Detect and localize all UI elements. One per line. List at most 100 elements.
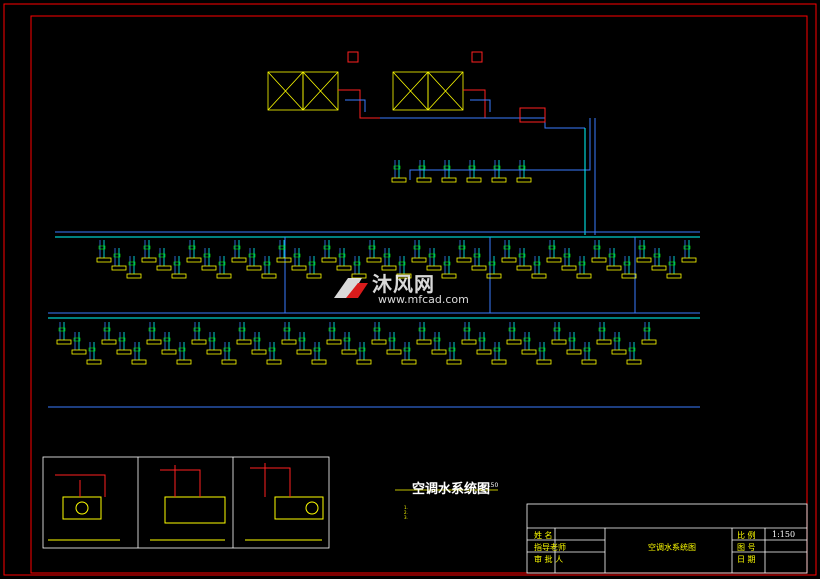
fan-coil-unit-upper: [381, 248, 397, 271]
fan-coil-unit-upper: [636, 240, 652, 263]
fan-coil-unit-upper: [141, 240, 157, 263]
drawing-title: 空调水系统图: [412, 482, 491, 497]
cooling-tower-group-left: [267, 71, 339, 111]
fan-coil-unit-upper: [681, 240, 697, 263]
fan-coil-unit-upper: [516, 248, 532, 271]
fan-coil-unit-upper: [336, 248, 352, 271]
note-3: 3.: [404, 515, 408, 520]
fan-coil-unit-upper: [666, 256, 682, 279]
fan-coil-unit-lower: [506, 322, 522, 345]
fan-coil-unit-upper: [171, 256, 187, 279]
fan-coil-unit-lower: [206, 332, 222, 355]
fan-coil-unit-lower: [596, 322, 612, 345]
fan-coil-unit-lower: [86, 342, 102, 365]
fan-coil-unit-upper: [486, 256, 502, 279]
chiller-branch-unit: [391, 160, 407, 183]
drawing-notes: 1. 2. 3.: [404, 505, 408, 520]
fan-coil-unit-upper: [276, 240, 292, 263]
watermark-brand: 沐风网: [372, 272, 435, 296]
tower-piping: [338, 51, 596, 235]
branch-units-lower: [56, 322, 657, 365]
fan-coil-unit-lower: [521, 332, 537, 355]
fan-coil-unit-upper: [531, 256, 547, 279]
fan-coil-unit-upper: [231, 240, 247, 263]
fan-coil-unit-upper: [471, 248, 487, 271]
fan-coil-unit-lower: [221, 342, 237, 365]
fan-coil-unit-upper: [201, 248, 217, 271]
fan-coil-unit-lower: [416, 322, 432, 345]
fan-coil-unit-upper: [606, 248, 622, 271]
fan-coil-unit-upper: [411, 240, 427, 263]
fan-coil-unit-upper: [111, 248, 127, 271]
title-block-reviewer-label: 审 批 人: [534, 555, 564, 564]
note-2: 2.: [404, 510, 408, 515]
chiller-branch-unit: [466, 160, 482, 183]
fan-coil-unit-upper: [426, 248, 442, 271]
fan-coil-unit-upper: [261, 256, 277, 279]
main-header-lower: [48, 237, 700, 408]
cooling-tower-group-right: [392, 71, 464, 111]
fan-coil-unit-lower: [281, 322, 297, 345]
fan-coil-unit-lower: [56, 322, 72, 345]
watermark-logo-icon: [334, 278, 368, 298]
fan-coil-unit-upper: [366, 240, 382, 263]
fan-coil-unit-lower: [236, 322, 252, 345]
fan-coil-unit-upper: [216, 256, 232, 279]
title-block-frame: [395, 489, 808, 574]
fan-coil-unit-lower: [371, 322, 387, 345]
chiller-branch-unit: [416, 160, 432, 183]
note-1: 1.: [404, 505, 408, 510]
fan-coil-unit-lower: [71, 332, 87, 355]
title-block-scale-value: 1:150: [772, 530, 796, 539]
fan-coil-unit-lower: [311, 342, 327, 365]
outer-frame: [3, 3, 817, 576]
fan-coil-unit-upper: [441, 256, 457, 279]
detail-drawings: [48, 463, 324, 541]
fan-coil-unit-upper: [351, 256, 367, 279]
fan-coil-unit-lower: [566, 332, 582, 355]
fan-coil-unit-lower: [116, 332, 132, 355]
fan-coil-unit-lower: [131, 342, 147, 365]
detail-panels: [42, 456, 330, 549]
fan-coil-unit-lower: [161, 332, 177, 355]
fan-coil-unit-upper: [156, 248, 172, 271]
fan-coil-unit-lower: [251, 332, 267, 355]
fan-coil-unit-lower: [146, 322, 162, 345]
title-block-advisor-label: 指导老师: [534, 543, 566, 552]
main-header-upper: [55, 231, 700, 238]
fan-coil-unit-lower: [551, 322, 567, 345]
fan-coil-unit-lower: [401, 342, 417, 365]
fan-coil-unit-upper: [576, 256, 592, 279]
fan-coil-unit-lower: [191, 322, 207, 345]
title-block-drawing-no-label: 图 号: [737, 543, 756, 552]
chiller-branch-unit: [516, 160, 532, 183]
fan-coil-unit-upper: [291, 248, 307, 271]
fan-coil-unit-upper: [621, 256, 637, 279]
fan-coil-unit-lower: [176, 342, 192, 365]
fan-coil-unit-lower: [476, 332, 492, 355]
title-block-name-label: 姓 名: [534, 531, 553, 540]
drawing-title-scale: 1:150: [481, 482, 499, 489]
fan-coil-unit-upper: [546, 240, 562, 263]
chiller-branch-unit: [491, 160, 507, 183]
fan-coil-unit-upper: [396, 256, 412, 279]
fan-coil-unit-upper: [246, 248, 262, 271]
fan-coil-unit-lower: [581, 342, 597, 365]
fan-coil-unit-upper: [96, 240, 112, 263]
fan-coil-unit-lower: [356, 342, 372, 365]
fan-coil-unit-lower: [491, 342, 507, 365]
inner-frame: [30, 15, 808, 574]
fan-coil-unit-lower: [461, 322, 477, 345]
title-block-drawing-name: 空调水系统图: [648, 543, 696, 552]
title-block-date-label: 日 期: [737, 555, 756, 564]
chiller-branch-unit: [441, 160, 457, 183]
fan-coil-unit-upper: [651, 248, 667, 271]
fan-coil-unit-upper: [186, 240, 202, 263]
fan-coil-unit-lower: [326, 322, 342, 345]
fan-coil-unit-upper: [591, 240, 607, 263]
fan-coil-unit-upper: [501, 240, 517, 263]
fan-coil-unit-upper: [456, 240, 472, 263]
fan-coil-unit-lower: [431, 332, 447, 355]
fan-coil-unit-upper: [321, 240, 337, 263]
